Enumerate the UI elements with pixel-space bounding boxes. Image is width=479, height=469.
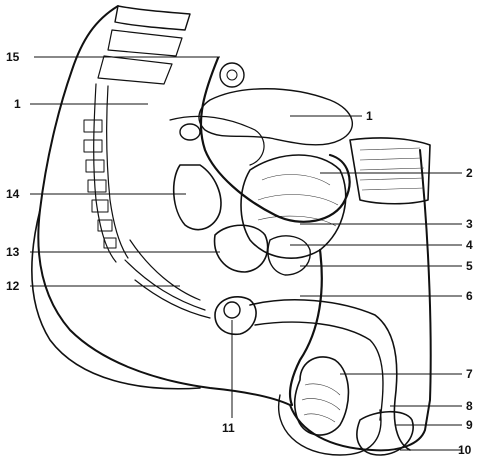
intestinal-loop: [199, 89, 352, 145]
label-1-right: 1: [366, 109, 373, 123]
label-3: 3: [466, 217, 473, 231]
pubic-region: [350, 138, 430, 204]
label-12: 12: [6, 279, 20, 293]
label-2: 2: [466, 166, 473, 180]
label-15: 15: [6, 50, 20, 64]
bladder: [241, 155, 346, 258]
label-4: 4: [466, 238, 473, 252]
label-11: 11: [222, 421, 235, 435]
label-9: 9: [466, 418, 473, 432]
label-6: 6: [466, 289, 473, 303]
label-1-left: 1: [14, 97, 21, 111]
label-5: 5: [466, 259, 473, 273]
catheter: [201, 58, 350, 405]
figure-labels: 15 1 1 2 14 3 4 13 5 12 6 7 11 8 9 10: [6, 50, 473, 457]
scrotum: [279, 395, 381, 455]
testis: [295, 357, 349, 435]
label-7: 7: [466, 367, 473, 381]
glans: [357, 412, 413, 455]
body-outline: [38, 6, 430, 450]
label-10: 10: [458, 443, 472, 457]
label-14: 14: [6, 187, 20, 201]
label-13: 13: [6, 245, 20, 259]
sacrum: [84, 6, 190, 262]
rectum: [174, 165, 221, 230]
label-8: 8: [466, 399, 473, 413]
vessel-1: [220, 63, 244, 87]
anal-canal: [224, 302, 240, 318]
ureter: [180, 124, 200, 140]
